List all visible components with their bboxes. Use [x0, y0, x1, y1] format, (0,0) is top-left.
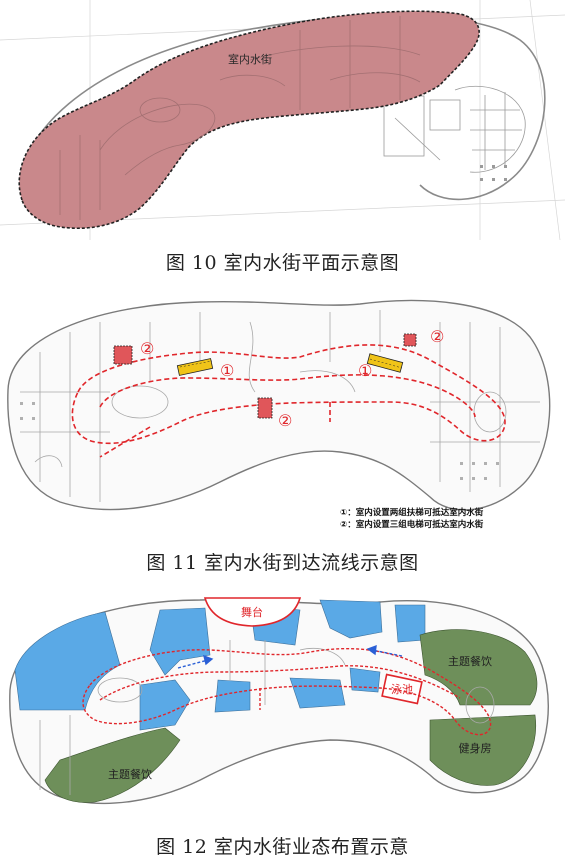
- caption-fig10: 图 10 室内水街平面示意图: [165, 252, 400, 274]
- escalator-markers: [176, 353, 404, 376]
- gym-area: [429, 714, 537, 786]
- themed-dining-right-area: [419, 629, 538, 706]
- escalator-label-1: ①: [220, 361, 234, 380]
- circulation-route: [82, 647, 492, 736]
- elevator-markers: [113, 333, 417, 419]
- figure-11: ② ② ② ① ① ①：室内设置两组扶梯可抵达室内水街 ②：室内设置三组电梯可抵…: [0, 282, 565, 574]
- plan-fig10: 室内水街: [0, 0, 565, 240]
- legend-line-1: ①：室内设置两组扶梯可抵达室内水街: [340, 507, 484, 518]
- figure-12: 舞台 泳池 主题餐饮 健身房 主题餐饮 图 12 室内水街业态布置示意: [0, 580, 565, 858]
- stage-label: 舞台: [241, 605, 263, 619]
- stage-area: [203, 597, 302, 627]
- green-areas: [44, 629, 538, 803]
- plan-fig11: ② ② ② ① ① ①：室内设置两组扶梯可抵达室内水街 ②：室内设置三组电梯可抵…: [0, 282, 565, 544]
- legend: ①：室内设置两组扶梯可抵达室内水街 ②：室内设置三组电梯可抵达室内水街: [340, 507, 484, 530]
- themed-dining-left-label: 主题餐饮: [108, 767, 152, 781]
- circulation-route-outer: [71, 344, 506, 445]
- elevator-label-2: ②: [430, 327, 444, 346]
- circulation-route-inner: [99, 374, 476, 418]
- themed-dining-right-label: 主题餐饮: [448, 654, 492, 668]
- escalator-label-2: ①: [358, 361, 372, 380]
- caption-fig12: 图 12 室内水街业态布置示意: [156, 836, 409, 858]
- plan-fig12: 舞台 泳池 主题餐饮 健身房 主题餐饮: [0, 580, 565, 820]
- caption-fig11: 图 11 室内水街到达流线示意图: [146, 552, 419, 574]
- themed-dining-left-area: [44, 727, 181, 803]
- pool-area: [381, 673, 423, 705]
- flow-arrows: [177, 644, 403, 669]
- pool-label: 泳池: [391, 682, 413, 696]
- elevator-label-3: ②: [278, 411, 292, 430]
- zone-label: 室内水街: [228, 52, 272, 66]
- water-street-zone: [18, 10, 480, 229]
- figure-10: 室内水街 图 10 室内水街平面示意图: [0, 0, 565, 274]
- gym-label: 健身房: [459, 741, 492, 755]
- legend-line-2: ②：室内设置三组电梯可抵达室内水街: [340, 519, 484, 530]
- elevator-label-1: ②: [140, 339, 154, 358]
